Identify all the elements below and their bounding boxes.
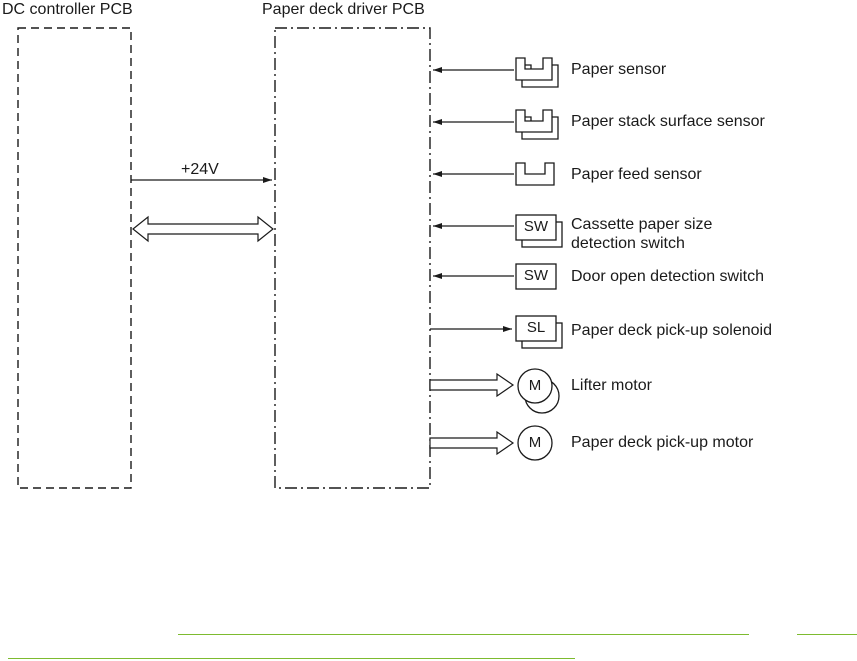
solenoid-symbol-text: SL [526,319,546,336]
photo-sensor-icon [515,162,555,186]
solenoid-icon [515,315,563,349]
cassette-switch-label-line1: Cassette paper size [571,216,713,233]
footer-link-rule [8,658,575,659]
paper-feed-sensor-label: Paper feed sensor [571,166,702,183]
footer-link-rule [178,634,749,635]
lifter-motor-drive-arrow [429,372,515,398]
photo-sensor-icon [515,109,559,140]
bidirectional-bus-arrow [132,215,274,243]
lifter-motor-label: Lifter motor [571,377,652,394]
cassette-switch-label-line2: detection switch [571,235,685,252]
motor-symbol-text: M [528,377,542,394]
switch-symbol-text: SW [523,218,549,235]
motor-symbol-text: M [528,434,542,451]
switch-icon [515,214,563,248]
photo-sensor-icon [515,57,559,88]
switch-icon [515,263,557,290]
pick-up-motor-label: Paper deck pick-up motor [571,434,754,451]
paper-stack-surface-sensor-label: Paper stack surface sensor [571,113,765,130]
pick-up-motor-drive-arrow [429,430,515,456]
solenoid-label: Paper deck pick-up solenoid [571,322,773,339]
motor-icon [517,368,560,414]
dc-controller-box [17,27,132,489]
paper-deck-driver-box [274,27,431,489]
motor-icon [517,425,553,461]
power-label: +24V [181,161,219,178]
footer-link-rule [797,634,857,635]
door-switch-label: Door open detection switch [571,268,764,285]
paper-deck-driver-title: Paper deck driver PCB [262,1,425,18]
switch-symbol-text: SW [523,267,549,284]
paper-sensor-label: Paper sensor [571,61,667,78]
dc-controller-title: DC controller PCB [2,1,133,18]
